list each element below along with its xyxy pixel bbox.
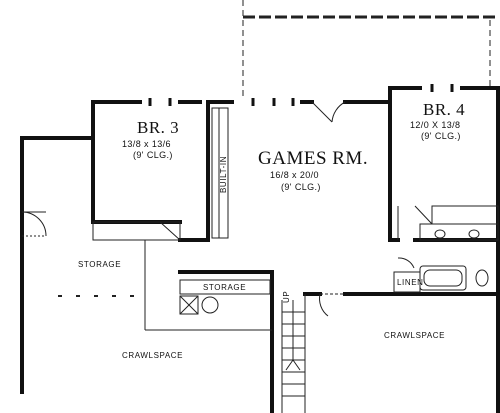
br4-dims: 12/0 X 13/8 — [410, 120, 461, 130]
br3-closet — [92, 221, 181, 241]
crawlspace-right-label: CRAWLSPACE — [384, 331, 446, 340]
br3-ceiling: (9' CLG.) — [133, 150, 173, 160]
built-in-label: BUILT-IN — [219, 155, 228, 193]
games-room-dims: 16/8 x 20/0 — [270, 170, 319, 180]
toilet — [475, 269, 489, 287]
games-room-ceiling: (9' CLG.) — [281, 182, 321, 192]
br3-name: BR. 3 — [137, 118, 180, 137]
br4-name: BR. 4 — [423, 100, 466, 119]
furnace — [201, 296, 219, 314]
storage-box — [179, 279, 271, 295]
br4-ceiling: (9' CLG.) — [421, 131, 461, 141]
sink-left — [434, 229, 446, 239]
storage-center-label: STORAGE — [203, 283, 247, 292]
water-heater — [179, 295, 199, 315]
linen-closet — [393, 271, 421, 293]
window-ticks — [148, 84, 454, 106]
games-room-name: GAMES RM. — [258, 148, 369, 169]
sink-right — [468, 229, 480, 239]
stairs — [281, 294, 306, 413]
built-in-cabinet — [211, 107, 229, 239]
crawlspace-left-label: CRAWLSPACE — [122, 351, 184, 360]
br3-dims: 13/8 x 13/6 — [122, 139, 171, 149]
br4-closet — [431, 205, 499, 225]
up-label: UP — [282, 290, 291, 303]
storage-left-label: STORAGE — [78, 260, 122, 269]
linen-label: LINEN — [397, 278, 424, 287]
